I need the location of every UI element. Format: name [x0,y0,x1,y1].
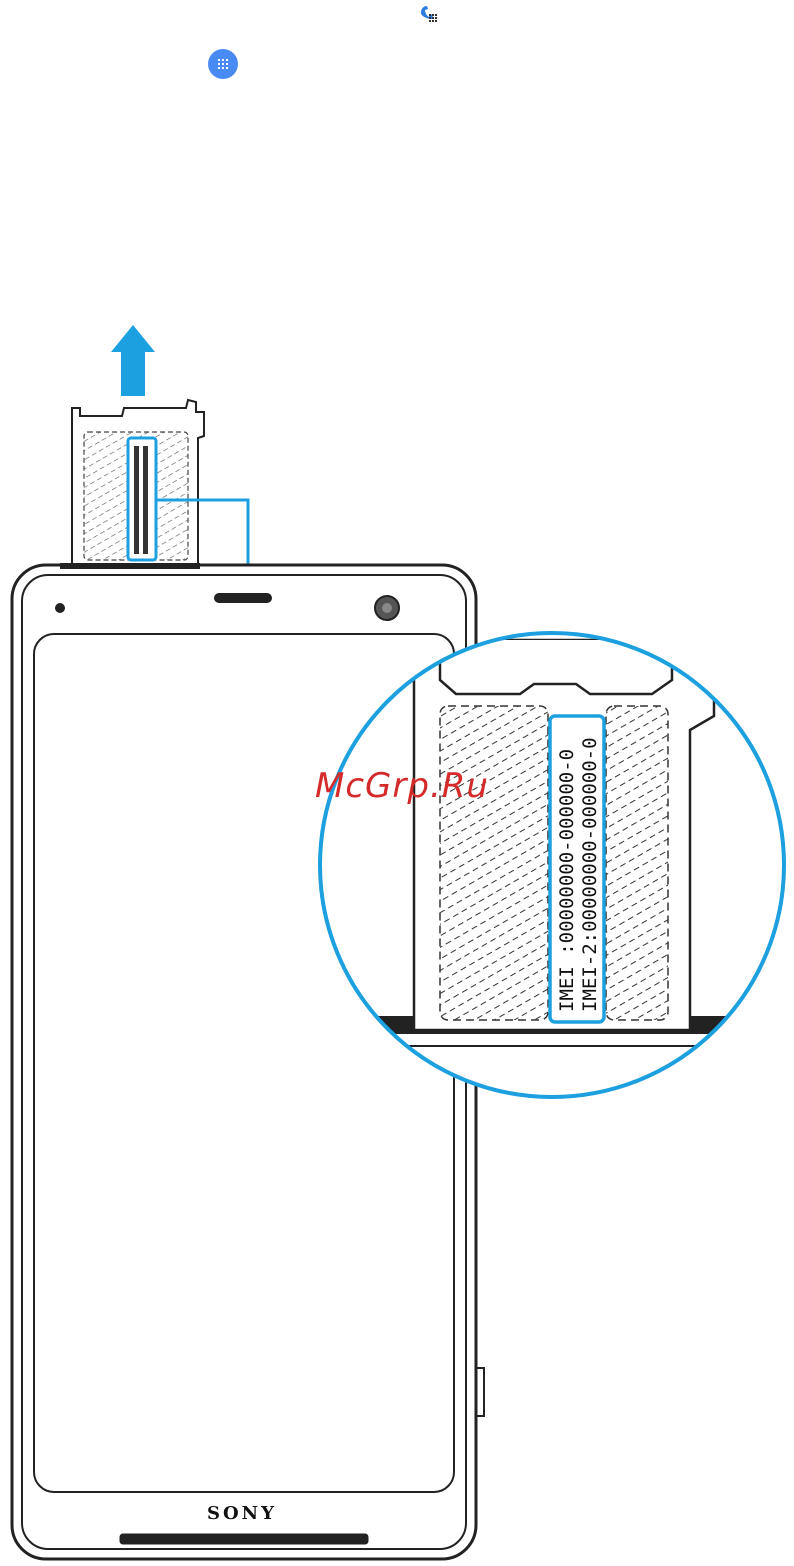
proximity-sensor-dot [55,603,65,613]
pull-up-arrow [111,325,155,396]
imei-label-line-1: IMEI :00000000-000000-0 [556,749,578,1012]
earpiece-speaker [214,593,272,603]
brand-logo: SONY [207,1503,277,1524]
imei-highlight-small [128,438,156,560]
imei-label-line-2: IMEI-2:00000000-000000-0 [579,737,601,1012]
watermark-text: McGrp.Ru [315,766,489,806]
